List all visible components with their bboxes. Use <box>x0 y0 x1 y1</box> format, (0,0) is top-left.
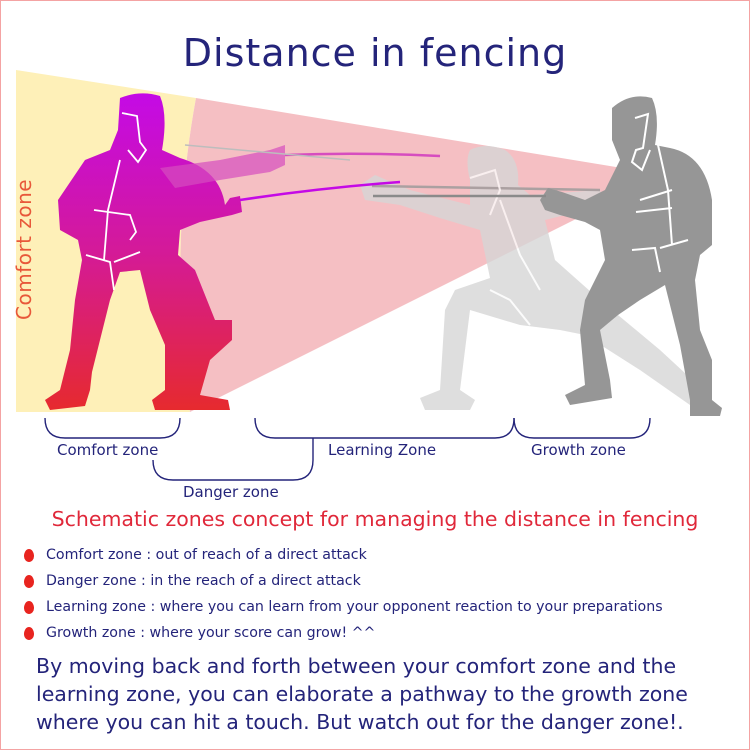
comfort-zone-vertical-label: Comfort zone <box>12 178 36 320</box>
list-item: Danger zone : in the reach of a direct a… <box>24 568 663 594</box>
brace-label-comfort: Comfort zone <box>57 441 159 459</box>
opponent-fencer <box>373 96 722 416</box>
reach-wedge <box>180 98 622 412</box>
list-item-text: Growth zone : where your score can grow!… <box>46 625 376 641</box>
brace-label-danger: Danger zone <box>183 483 279 501</box>
bullet-icon <box>24 600 34 614</box>
bullet-icon <box>24 548 34 562</box>
lunging-ghost-fencer <box>360 146 712 412</box>
brace-danger <box>152 438 314 481</box>
zone-braces <box>44 417 651 481</box>
summary-line: By moving back and forth between your co… <box>36 654 677 678</box>
list-item: Growth zone : where your score can grow!… <box>24 620 663 646</box>
list-item-text: Danger zone : in the reach of a direct a… <box>46 573 361 589</box>
bullet-icon <box>24 574 34 588</box>
list-item-text: Comfort zone : out of reach of a direct … <box>46 547 367 563</box>
brace-comfort <box>44 417 181 439</box>
summary-line: where you can hit a touch. But watch out… <box>36 710 684 734</box>
zone-definitions-list: Comfort zone : out of reach of a direct … <box>24 542 663 646</box>
brace-growth <box>513 417 651 439</box>
list-item-text: Learning zone : where you can learn from… <box>46 599 663 615</box>
fencing-distance-diagram <box>16 70 722 481</box>
page-title: Distance in fencing <box>182 31 568 76</box>
bullet-icon <box>24 626 34 640</box>
brace-label-learning: Learning Zone <box>328 441 437 459</box>
subtitle: Schematic zones concept for managing the… <box>51 507 699 531</box>
attacker-fencer <box>45 93 441 410</box>
brace-learning <box>254 417 515 439</box>
summary-paragraph: By moving back and forth between your co… <box>36 652 736 736</box>
brace-label-growth: Growth zone <box>531 441 626 459</box>
list-item: Learning zone : where you can learn from… <box>24 594 663 620</box>
summary-line: learning zone, you can elaborate a pathw… <box>36 682 688 706</box>
list-item: Comfort zone : out of reach of a direct … <box>24 542 663 568</box>
